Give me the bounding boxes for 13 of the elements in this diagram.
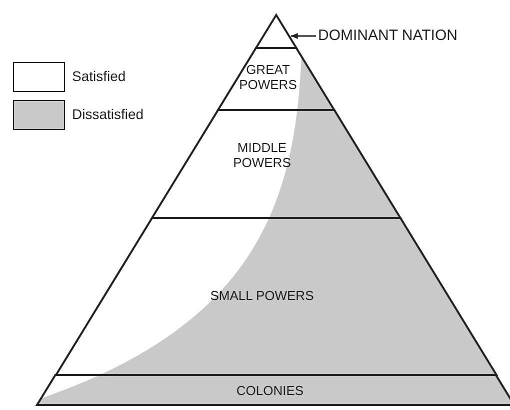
pyramid-tier xyxy=(56,218,496,375)
legend-label: Dissatisfied xyxy=(72,106,144,122)
tier-label: MIDDLE POWERS xyxy=(232,140,292,170)
pyramid-tier xyxy=(37,375,510,405)
legend-label: Satisfied xyxy=(72,68,126,84)
apex-triangle xyxy=(256,15,296,48)
pyramid-tier xyxy=(152,110,400,218)
pyramid-tier xyxy=(218,48,334,110)
tier-label: SMALL POWERS xyxy=(209,288,315,303)
arrow xyxy=(290,33,316,39)
tier-label: GREAT POWERS xyxy=(238,62,298,92)
tier-label: COLONIES xyxy=(235,383,305,398)
tier-label: DOMINANT NATION xyxy=(318,27,458,44)
